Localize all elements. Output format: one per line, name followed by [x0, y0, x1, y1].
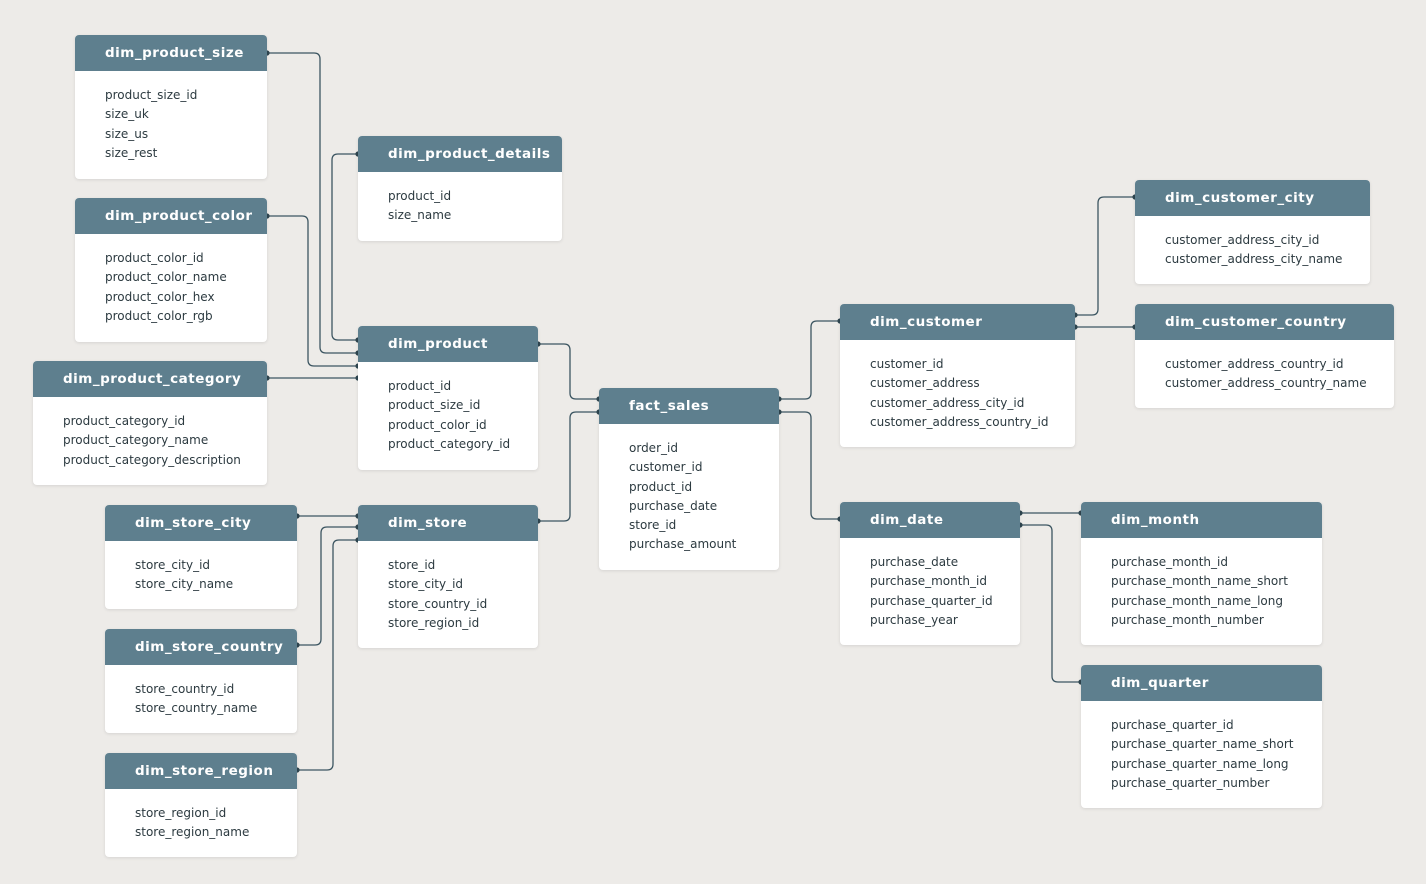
- field-row: product_size_id: [105, 88, 198, 102]
- field-row: size_uk: [105, 107, 149, 122]
- field-row: customer_address_country_name: [1165, 376, 1367, 391]
- field-row: store_country_id: [135, 682, 235, 696]
- field-row: purchase_quarter_name_long: [1111, 756, 1289, 771]
- field-row: purchase_amount: [629, 537, 737, 552]
- field-row: product_color_id: [105, 251, 204, 265]
- field-row: purchase_quarter_id: [1111, 718, 1234, 732]
- table-dim-quarter[interactable]: dim_quarter purchase_quarter_id purchase…: [1081, 665, 1322, 808]
- field-row: product_size_id: [388, 398, 481, 413]
- field-row: store_country_name: [135, 701, 258, 716]
- field-row: customer_address_city_id: [870, 395, 1025, 410]
- table-dim-store-region[interactable]: dim_store_region store_region_id store_r…: [105, 753, 297, 857]
- field-row: purchase_quarter_name_short: [1111, 737, 1294, 752]
- table-title: dim_store: [358, 505, 538, 541]
- table-title: dim_product: [358, 326, 538, 362]
- field-row: purchase_quarter_id: [870, 593, 993, 608]
- table-title: dim_product_category: [33, 361, 267, 397]
- field-row: product_id: [388, 189, 452, 203]
- field-row: product_category_name: [63, 433, 209, 448]
- table-dim-store[interactable]: dim_store store_id store_city_id store_c…: [358, 505, 538, 648]
- table-title: dim_product_details: [358, 136, 562, 172]
- table-title: dim_month: [1081, 502, 1322, 538]
- table-dim-product-size[interactable]: dim_product_size product_size_id size_uk…: [75, 35, 267, 179]
- table-dim-customer-city[interactable]: dim_customer_city customer_address_city_…: [1135, 180, 1370, 284]
- field-row: purchase_month_name_long: [1111, 593, 1283, 608]
- field-row: product_id: [388, 379, 452, 393]
- field-row: store_city_id: [388, 577, 464, 592]
- field-row: store_id: [388, 558, 436, 572]
- table-dim-customer-country[interactable]: dim_customer_country customer_address_co…: [1135, 304, 1394, 408]
- field-row: size_rest: [105, 145, 158, 160]
- field-row: purchase_date: [629, 498, 718, 513]
- link-store-country-to-store: [297, 526, 358, 646]
- field-row: product_category_id: [388, 436, 511, 451]
- link-product-details-to-product: [331, 153, 358, 341]
- table-title: dim_product_size: [75, 35, 267, 71]
- field-row: product_category_description: [63, 452, 241, 467]
- link-product-color-to-product: [267, 215, 358, 367]
- field-row: order_id: [629, 441, 678, 455]
- field-row: customer_address_country_id: [870, 414, 1049, 429]
- table-title: dim_customer_city: [1135, 180, 1370, 216]
- field-row: purchase_date: [870, 555, 959, 569]
- link-fact-sales-to-customer: [779, 320, 840, 400]
- table-title: dim_product_color: [75, 198, 267, 234]
- table-title: dim_customer_country: [1135, 304, 1394, 340]
- field-row: store_city_name: [135, 577, 234, 592]
- field-row: store_region_id: [135, 806, 227, 820]
- table-dim-product-category[interactable]: dim_product_category product_category_id…: [33, 361, 267, 485]
- table-title: dim_store_city: [105, 505, 297, 541]
- field-row: product_color_hex: [105, 289, 215, 304]
- field-row: customer_id: [629, 460, 703, 475]
- table-title: fact_sales: [599, 388, 779, 424]
- table-dim-product[interactable]: dim_product product_id product_size_id p…: [358, 326, 538, 470]
- field-row: product_color_name: [105, 270, 227, 285]
- table-title: dim_quarter: [1081, 665, 1322, 701]
- field-row: size_us: [105, 126, 149, 141]
- field-row: purchase_year: [870, 612, 958, 627]
- link-customer-to-customer-city: [1075, 196, 1135, 316]
- link-product-size-to-product: [267, 52, 358, 354]
- field-row: store_region_id: [388, 615, 480, 630]
- table-title: dim_customer: [840, 304, 1075, 340]
- field-row: purchase_month_number: [1111, 612, 1264, 627]
- link-store-region-to-store: [297, 539, 358, 771]
- field-row: customer_address_country_id: [1165, 357, 1344, 371]
- field-row: product_id: [629, 479, 693, 494]
- table-dim-store-country[interactable]: dim_store_country store_country_id store…: [105, 629, 297, 733]
- field-row: purchase_month_id: [1111, 555, 1228, 569]
- table-dim-product-color[interactable]: dim_product_color product_color_id produ…: [75, 198, 267, 342]
- field-row: product_color_id: [388, 417, 487, 432]
- table-title: dim_store_region: [105, 753, 297, 789]
- link-product-to-fact-sales: [538, 343, 599, 400]
- field-row: store_id: [629, 518, 677, 533]
- table-title: dim_date: [840, 502, 1020, 538]
- table-dim-customer[interactable]: dim_customer customer_id customer_addres…: [840, 304, 1075, 447]
- field-row: customer_id: [870, 357, 944, 371]
- link-date-to-quarter: [1020, 524, 1081, 683]
- field-row: store_region_name: [135, 825, 250, 840]
- field-row: purchase_month_id: [870, 574, 987, 589]
- table-dim-store-city[interactable]: dim_store_city store_city_id store_city_…: [105, 505, 297, 609]
- table-fact-sales[interactable]: fact_sales order_id customer_id product_…: [599, 388, 779, 570]
- table-dim-product-details[interactable]: dim_product_details product_id size_name: [358, 136, 562, 241]
- field-row: customer_address_city_name: [1165, 252, 1343, 267]
- table-dim-month[interactable]: dim_month purchase_month_id purchase_mon…: [1081, 502, 1322, 645]
- field-row: store_country_id: [388, 596, 488, 611]
- field-row: product_category_id: [63, 414, 186, 428]
- field-row: customer_address_city_id: [1165, 233, 1320, 247]
- field-row: customer_address: [870, 376, 980, 391]
- table-dim-date[interactable]: dim_date purchase_date purchase_month_id…: [840, 502, 1020, 645]
- field-row: purchase_month_name_short: [1111, 574, 1288, 589]
- field-row: store_city_id: [135, 558, 211, 572]
- link-store-to-fact-sales: [538, 411, 599, 522]
- field-row: purchase_quarter_number: [1111, 775, 1270, 790]
- table-title: dim_store_country: [105, 629, 297, 665]
- link-fact-sales-to-date: [779, 411, 840, 520]
- field-row: product_color_rgb: [105, 308, 213, 323]
- field-row: size_name: [388, 208, 452, 223]
